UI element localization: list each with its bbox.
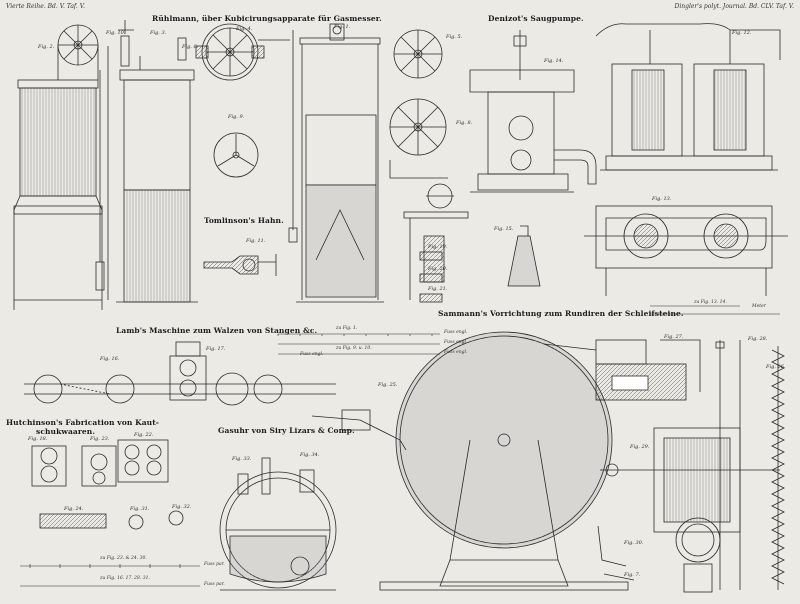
fig-11-label: Fig. 11. (246, 238, 266, 244)
title-lamb: Lamb's Maschine zum Walzen von Stangen &… (116, 326, 318, 335)
fig-12-drawing (595, 23, 781, 171)
scale-unit-2: Fuss engl. (444, 340, 468, 345)
fig-13-label: Fig. 13. (652, 196, 672, 202)
title-hutchinson-line1: Hutchinson's Fabrication von Kaut- (6, 418, 159, 427)
fig-34-label: Fig. 34. (300, 452, 320, 458)
fig-9-label: Fig. 9. (228, 114, 245, 120)
scale-bars (20, 305, 780, 587)
fig-2-drawing (13, 24, 109, 310)
fittings-drawing (419, 251, 443, 303)
scale-caption-4: zu Fig. 23. & 24. 30. (100, 556, 147, 561)
fig-16-label: Fig. 16. (100, 356, 120, 362)
plate-header-right: Dingler's polyt. Journal. Bd. CLV. Taf. … (674, 3, 794, 10)
title-tomlinson: Tomlinson's Hahn. (204, 216, 284, 225)
fig-1-drawing (288, 23, 384, 303)
scale-unit-3: Fuss engl. (444, 350, 468, 355)
title-denizot: Denizot's Saugpumpe. (488, 14, 584, 23)
title-sammann: Sammann's Vorrichtung zum Rundiren der S… (438, 309, 684, 318)
scale-caption-2: zu Fig. 9. u. 10. (336, 346, 372, 351)
fig-26-label: Fig. 26. (766, 364, 786, 370)
scale-caption-1: zu Fig. 1. (336, 326, 358, 331)
plate-header-left: Vierte Reihe. Bd. V. Taf. V. (6, 3, 85, 10)
fig-6-label: Fig. 6. (182, 44, 199, 50)
fig-33-label: Fig. 33. (232, 456, 252, 462)
fig-21-label: Fig. 21. (428, 286, 448, 292)
fig-13-drawing (584, 205, 788, 296)
fig-29-drawing (600, 427, 780, 593)
scale-unit-5: Fuss par. (204, 562, 225, 567)
scale-caption-3: zu Fig. 13. 14. (694, 300, 727, 305)
fig-4-label: Fig. 4. (236, 26, 253, 32)
fig-4-wheel (195, 23, 290, 81)
fig-18-label: Fig. 18. (28, 436, 48, 442)
fig-20-label: Fig. 20. (428, 266, 448, 272)
title-siry: Gasuhr von Siry Lizars & Comp. (218, 426, 355, 435)
fig-17-label: Fig. 17. (206, 346, 226, 352)
scale-unit-1: Fuss engl. (444, 330, 468, 335)
fig-19-label: Fig. 19. (428, 244, 448, 250)
fig-5-label: Fig. 5. (446, 34, 463, 40)
fig-25-label: Fig. 25. (378, 382, 398, 388)
fig-10-label: Fig. 10. (106, 30, 126, 36)
fig-3-label: Fig. 3. (150, 30, 167, 36)
fig-7-label: Fig. 7. (624, 572, 641, 578)
fig-3-drawing (116, 20, 198, 303)
scale-unit-meter: Meter (752, 304, 766, 309)
fig-8-wheel (389, 98, 447, 156)
scale-unit-6: Fuss par. (204, 582, 225, 587)
grindstone-drawing (311, 331, 629, 591)
title-ruhlmann: Rühlmann, über Kubicirungsapparate für G… (152, 14, 382, 23)
fig-9-disc (213, 132, 259, 178)
tomlinson-valve-drawing (203, 254, 277, 276)
fig-24-label: Fig. 24. (64, 506, 84, 512)
fig-28-label: Fig. 28. (748, 336, 768, 342)
fig-15-label: Fig. 15. (494, 226, 514, 232)
fig-12-label: Fig. 12. (732, 30, 752, 36)
fig-31-label: Fig. 31. (130, 506, 150, 512)
siry-gasmeter-drawing (219, 457, 337, 591)
fig-30-label: Fig. 30. (624, 540, 644, 546)
fig-27-drawing (543, 339, 701, 401)
hutchinson-drawing (31, 439, 184, 530)
fig-27-label: Fig. 27. (664, 334, 684, 340)
scale-caption-5: zu Fig. 16. 17. 28. 31. (100, 576, 150, 581)
fig-15-drawing (507, 225, 541, 287)
fig-22-label: Fig. 22. (134, 432, 154, 438)
denizot-pump-drawing (469, 30, 597, 193)
fig-1-label: Fig. 1. (334, 24, 351, 30)
lamb-machine-drawing (24, 341, 336, 406)
fig-2-label: Fig. 2. (38, 44, 55, 50)
title-hutchinson-line2: schukwaaren. (36, 427, 96, 436)
fig-14-label: Fig. 14. (544, 58, 564, 64)
fig-32-label: Fig. 32. (172, 504, 192, 510)
fig-7-wheel (393, 29, 443, 79)
fig-29-label: Fig. 29. (630, 444, 650, 450)
fig-23-label: Fig. 23. (90, 436, 110, 442)
fig-8-label: Fig. 8. (456, 120, 473, 126)
scale-unit-4: Fuss engl. (300, 352, 324, 357)
fig-30-drawing (597, 525, 635, 581)
